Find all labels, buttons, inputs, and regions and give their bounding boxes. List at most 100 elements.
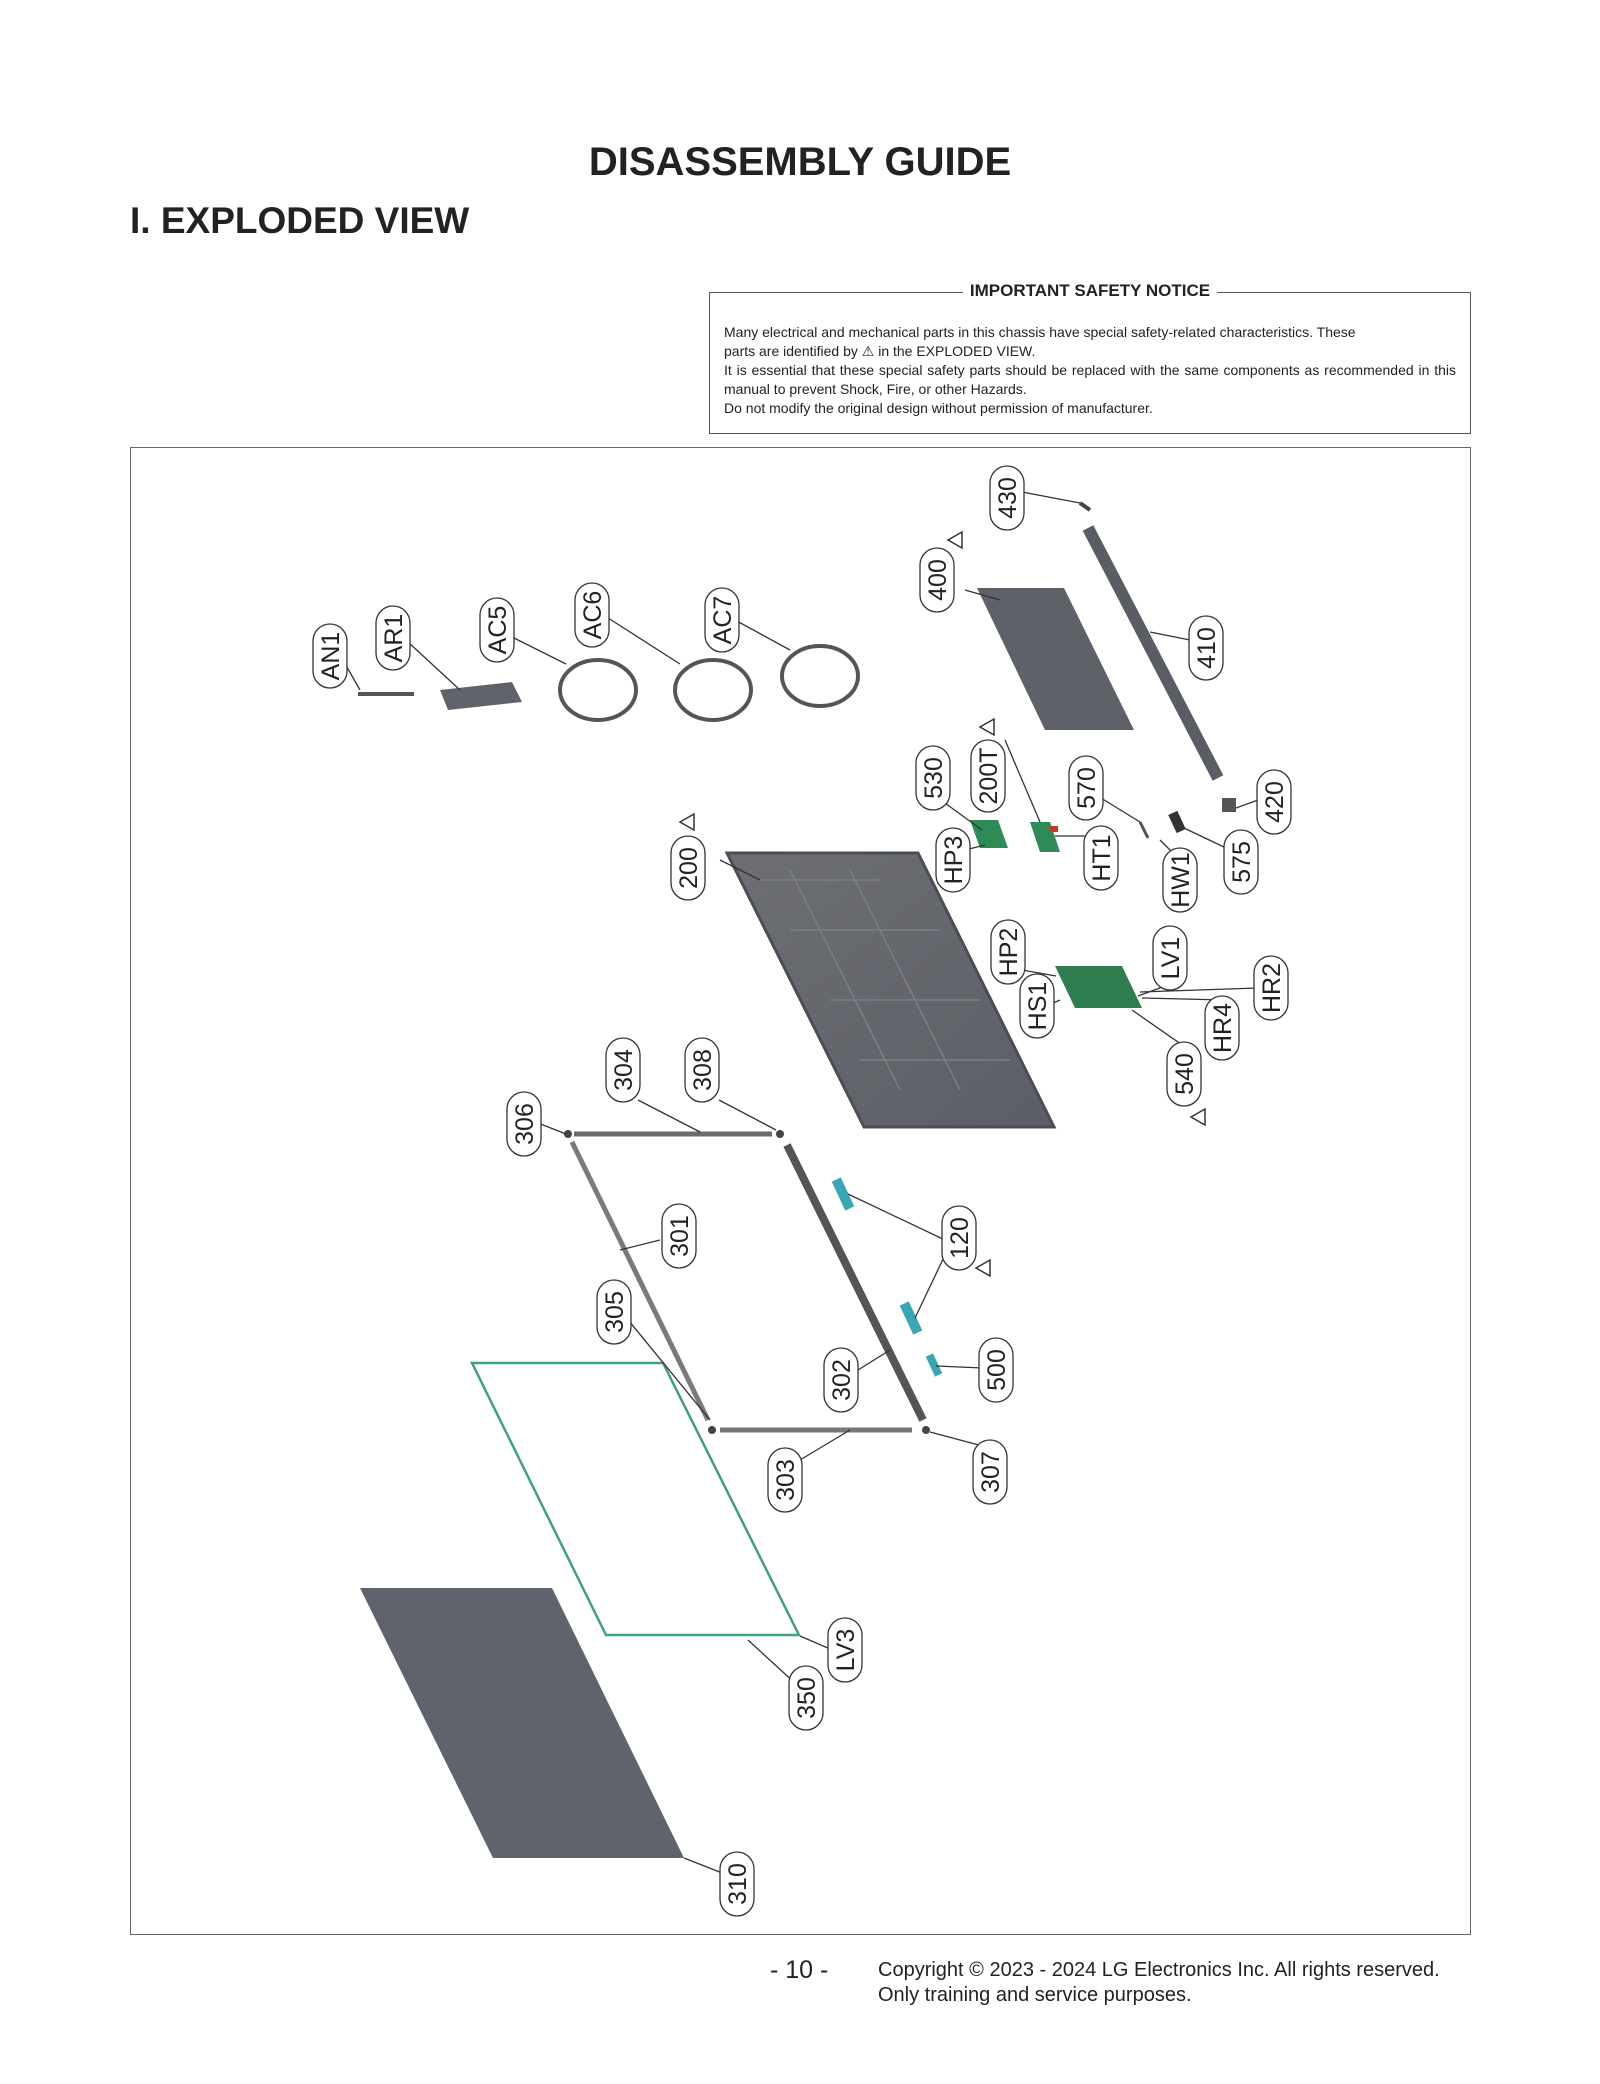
svg-text:301: 301 bbox=[666, 1215, 694, 1257]
label-310: 310 bbox=[719, 1851, 755, 1917]
board-530-shape bbox=[970, 820, 1008, 848]
svg-text:LV3: LV3 bbox=[832, 1629, 860, 1672]
svg-text:306: 306 bbox=[511, 1103, 539, 1145]
main-board-540-shape bbox=[1055, 966, 1142, 1008]
led-module-120-a bbox=[831, 1177, 855, 1211]
label-308: 308 bbox=[684, 1037, 720, 1103]
label-lv1: LV1 bbox=[1152, 925, 1188, 991]
warning-triangle-icon bbox=[978, 717, 995, 737]
svg-text:HR4: HR4 bbox=[1209, 1003, 1237, 1053]
page-number: - 10 - bbox=[770, 1956, 829, 1984]
label-307: 307 bbox=[972, 1439, 1008, 1505]
svg-text:530: 530 bbox=[920, 757, 948, 799]
cable-570 bbox=[1138, 821, 1150, 839]
label-hr2: HR2 bbox=[1253, 955, 1289, 1021]
svg-text:HR2: HR2 bbox=[1258, 963, 1286, 1013]
svg-text:400: 400 bbox=[924, 559, 952, 601]
svg-text:305: 305 bbox=[601, 1291, 629, 1333]
label-hs1: HS1 bbox=[1019, 973, 1055, 1039]
svg-text:302: 302 bbox=[828, 1359, 856, 1401]
label-304: 304 bbox=[605, 1037, 641, 1103]
page-title: DISASSEMBLY GUIDE bbox=[588, 140, 1012, 184]
svg-text:303: 303 bbox=[772, 1459, 800, 1501]
label-200t: 200T bbox=[970, 739, 1006, 813]
frame-bar-301 bbox=[569, 1140, 711, 1422]
footer-copyright: Copyright © 2023 - 2024 LG Electronics I… bbox=[878, 1958, 1440, 2008]
svg-text:200: 200 bbox=[675, 847, 703, 889]
warning-triangles bbox=[678, 530, 1206, 1278]
notice-line-3: Do not modify the original design withou… bbox=[724, 400, 1153, 416]
warning-triangle-icon bbox=[1189, 1107, 1206, 1127]
label-410: 410 bbox=[1188, 615, 1224, 681]
frame-corner-308 bbox=[776, 1130, 784, 1138]
safety-notice-box: IMPORTANT SAFETY NOTICE Many electrical … bbox=[709, 281, 1471, 434]
back-cover-200-shape bbox=[724, 851, 1057, 1129]
label-303: 303 bbox=[767, 1447, 803, 1513]
svg-text:500: 500 bbox=[983, 1349, 1011, 1391]
svg-text:200T: 200T bbox=[975, 748, 1003, 805]
label-120: 120 bbox=[941, 1205, 977, 1271]
label-530: 530 bbox=[915, 745, 951, 811]
svg-text:430: 430 bbox=[994, 477, 1022, 519]
svg-text:HT1: HT1 bbox=[1088, 834, 1116, 881]
notice-line-1b: parts are identified by ⚠ in the EXPLODE… bbox=[724, 343, 1036, 359]
section-title: I. EXPLODED VIEW bbox=[130, 200, 470, 241]
optical-sheet-350-shape bbox=[469, 1361, 802, 1637]
label-lv3: LV3 bbox=[827, 1617, 863, 1683]
label-430: 430 bbox=[989, 465, 1025, 531]
led-module-120-b bbox=[899, 1301, 923, 1335]
notice-line-2: It is essential that these special safet… bbox=[724, 362, 1456, 397]
cable-AC6 bbox=[673, 658, 753, 722]
svg-text:410: 410 bbox=[1193, 627, 1221, 669]
warning-triangle-icon bbox=[946, 530, 963, 550]
svg-text:HP3: HP3 bbox=[940, 836, 968, 885]
label-540: 540 bbox=[1166, 1041, 1202, 1107]
svg-text:310: 310 bbox=[724, 1863, 752, 1905]
label-ac5: AC5 bbox=[479, 597, 515, 663]
label-420: 420 bbox=[1256, 769, 1292, 835]
frame-corner-307 bbox=[922, 1426, 930, 1434]
svg-text:575: 575 bbox=[1228, 841, 1256, 883]
remote-AR1-shape bbox=[440, 682, 522, 710]
label-500: 500 bbox=[978, 1337, 1014, 1403]
svg-text:308: 308 bbox=[689, 1049, 717, 1091]
svg-text:HS1: HS1 bbox=[1024, 982, 1052, 1031]
safety-notice-body: Many electrical and mechanical parts in … bbox=[724, 323, 1456, 418]
red-connector-200T bbox=[1050, 826, 1058, 832]
svg-text:AC5: AC5 bbox=[484, 606, 512, 655]
exploded-view-frame bbox=[130, 447, 1471, 1935]
training-note: Only training and service purposes. bbox=[878, 1984, 1192, 2006]
label-575: 575 bbox=[1223, 829, 1259, 895]
svg-text:AC7: AC7 bbox=[709, 596, 737, 645]
label-306: 306 bbox=[506, 1091, 542, 1157]
label-ac6: AC6 bbox=[574, 582, 610, 648]
frame-bar-302 bbox=[783, 1143, 927, 1422]
label-hw1: HW1 bbox=[1162, 847, 1198, 913]
svg-text:AC6: AC6 bbox=[579, 591, 607, 640]
svg-text:AN1: AN1 bbox=[317, 632, 345, 681]
svg-text:120: 120 bbox=[946, 1217, 974, 1259]
back-cover-ribs bbox=[760, 869, 1010, 1091]
label-hp2: HP2 bbox=[990, 919, 1026, 985]
svg-text:HP2: HP2 bbox=[995, 928, 1023, 977]
front-panel-310-shape bbox=[360, 1588, 684, 1858]
cable-AC7 bbox=[780, 644, 860, 708]
warning-triangle-icon bbox=[974, 1258, 991, 1278]
label-301: 301 bbox=[661, 1203, 697, 1269]
label-ht1: HT1 bbox=[1083, 825, 1119, 891]
label-an1: AN1 bbox=[312, 623, 348, 689]
cable-AC5 bbox=[558, 658, 638, 722]
safety-notice-title: IMPORTANT SAFETY NOTICE bbox=[962, 281, 1218, 300]
copyright-text: Copyright © 2023 - 2024 LG Electronics I… bbox=[878, 1959, 1440, 1981]
notice-line-1a: Many electrical and mechanical parts in … bbox=[724, 324, 1356, 340]
label-200: 200 bbox=[670, 835, 706, 901]
label-302: 302 bbox=[823, 1347, 859, 1413]
svg-text:AR1: AR1 bbox=[380, 614, 408, 663]
holder-420 bbox=[1222, 798, 1236, 812]
label-ac7: AC7 bbox=[704, 587, 740, 653]
warning-triangle-icon bbox=[678, 812, 695, 832]
svg-text:LV1: LV1 bbox=[1157, 937, 1185, 980]
frame-corner-305 bbox=[708, 1426, 716, 1434]
stand-bar-410 bbox=[1082, 525, 1224, 781]
